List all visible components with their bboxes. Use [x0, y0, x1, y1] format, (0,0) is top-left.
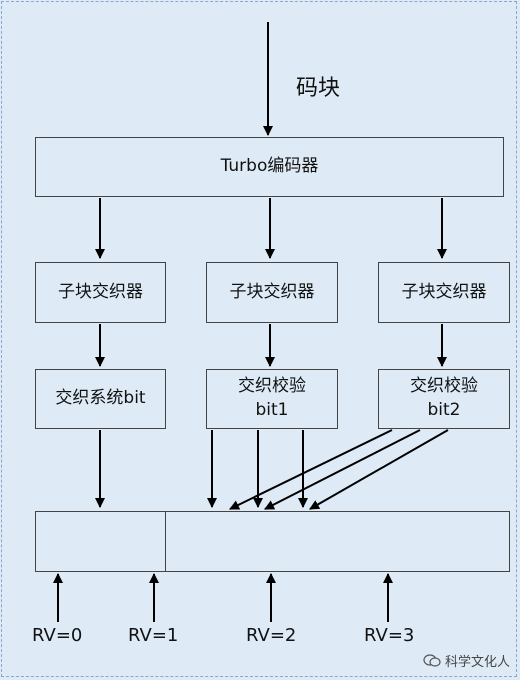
watermark-text: 科学文化人 — [444, 655, 510, 670]
output-box-systematic: 交织系统bit — [35, 369, 166, 429]
output-label-line1: 交织校验 — [238, 376, 306, 397]
interleaver-label: 子块交织器 — [58, 281, 143, 302]
rv-label-3: RV=3 — [364, 625, 415, 646]
rv-label-2: RV=2 — [246, 625, 297, 646]
circular-buffer-right — [165, 511, 510, 572]
circular-buffer-left — [35, 511, 166, 572]
rv-label-1: RV=1 — [128, 625, 179, 646]
output-box-parity2: 交织校验 bit2 — [378, 369, 510, 429]
watermark: 科学文化人 — [423, 651, 510, 670]
arrow-bit2-a — [229, 429, 393, 510]
rv-label-0: RV=0 — [32, 625, 83, 646]
chat-bubble-icon — [423, 653, 441, 668]
output-label-line2: bit1 — [255, 400, 289, 420]
output-label-line1: 交织校验 — [410, 376, 478, 397]
input-label: 码块 — [296, 76, 341, 101]
arrow-bit2-b — [264, 429, 421, 510]
output-box-parity1: 交织校验 bit1 — [206, 369, 338, 429]
output-label: 交织系统bit — [55, 388, 146, 409]
interleaver-label: 子块交织器 — [401, 281, 487, 302]
interleaver-box-3: 子块交织器 — [378, 262, 510, 323]
arrow-bit2-c — [309, 429, 449, 510]
output-label-line2: bit2 — [427, 400, 461, 420]
turbo-encoder-label: Turbo编码器 — [220, 156, 319, 177]
turbo-encoder-box: Turbo编码器 — [35, 137, 504, 197]
interleaver-label: 子块交织器 — [229, 281, 315, 302]
interleaver-box-1: 子块交织器 — [35, 262, 166, 323]
interleaver-box-2: 子块交织器 — [206, 262, 338, 323]
